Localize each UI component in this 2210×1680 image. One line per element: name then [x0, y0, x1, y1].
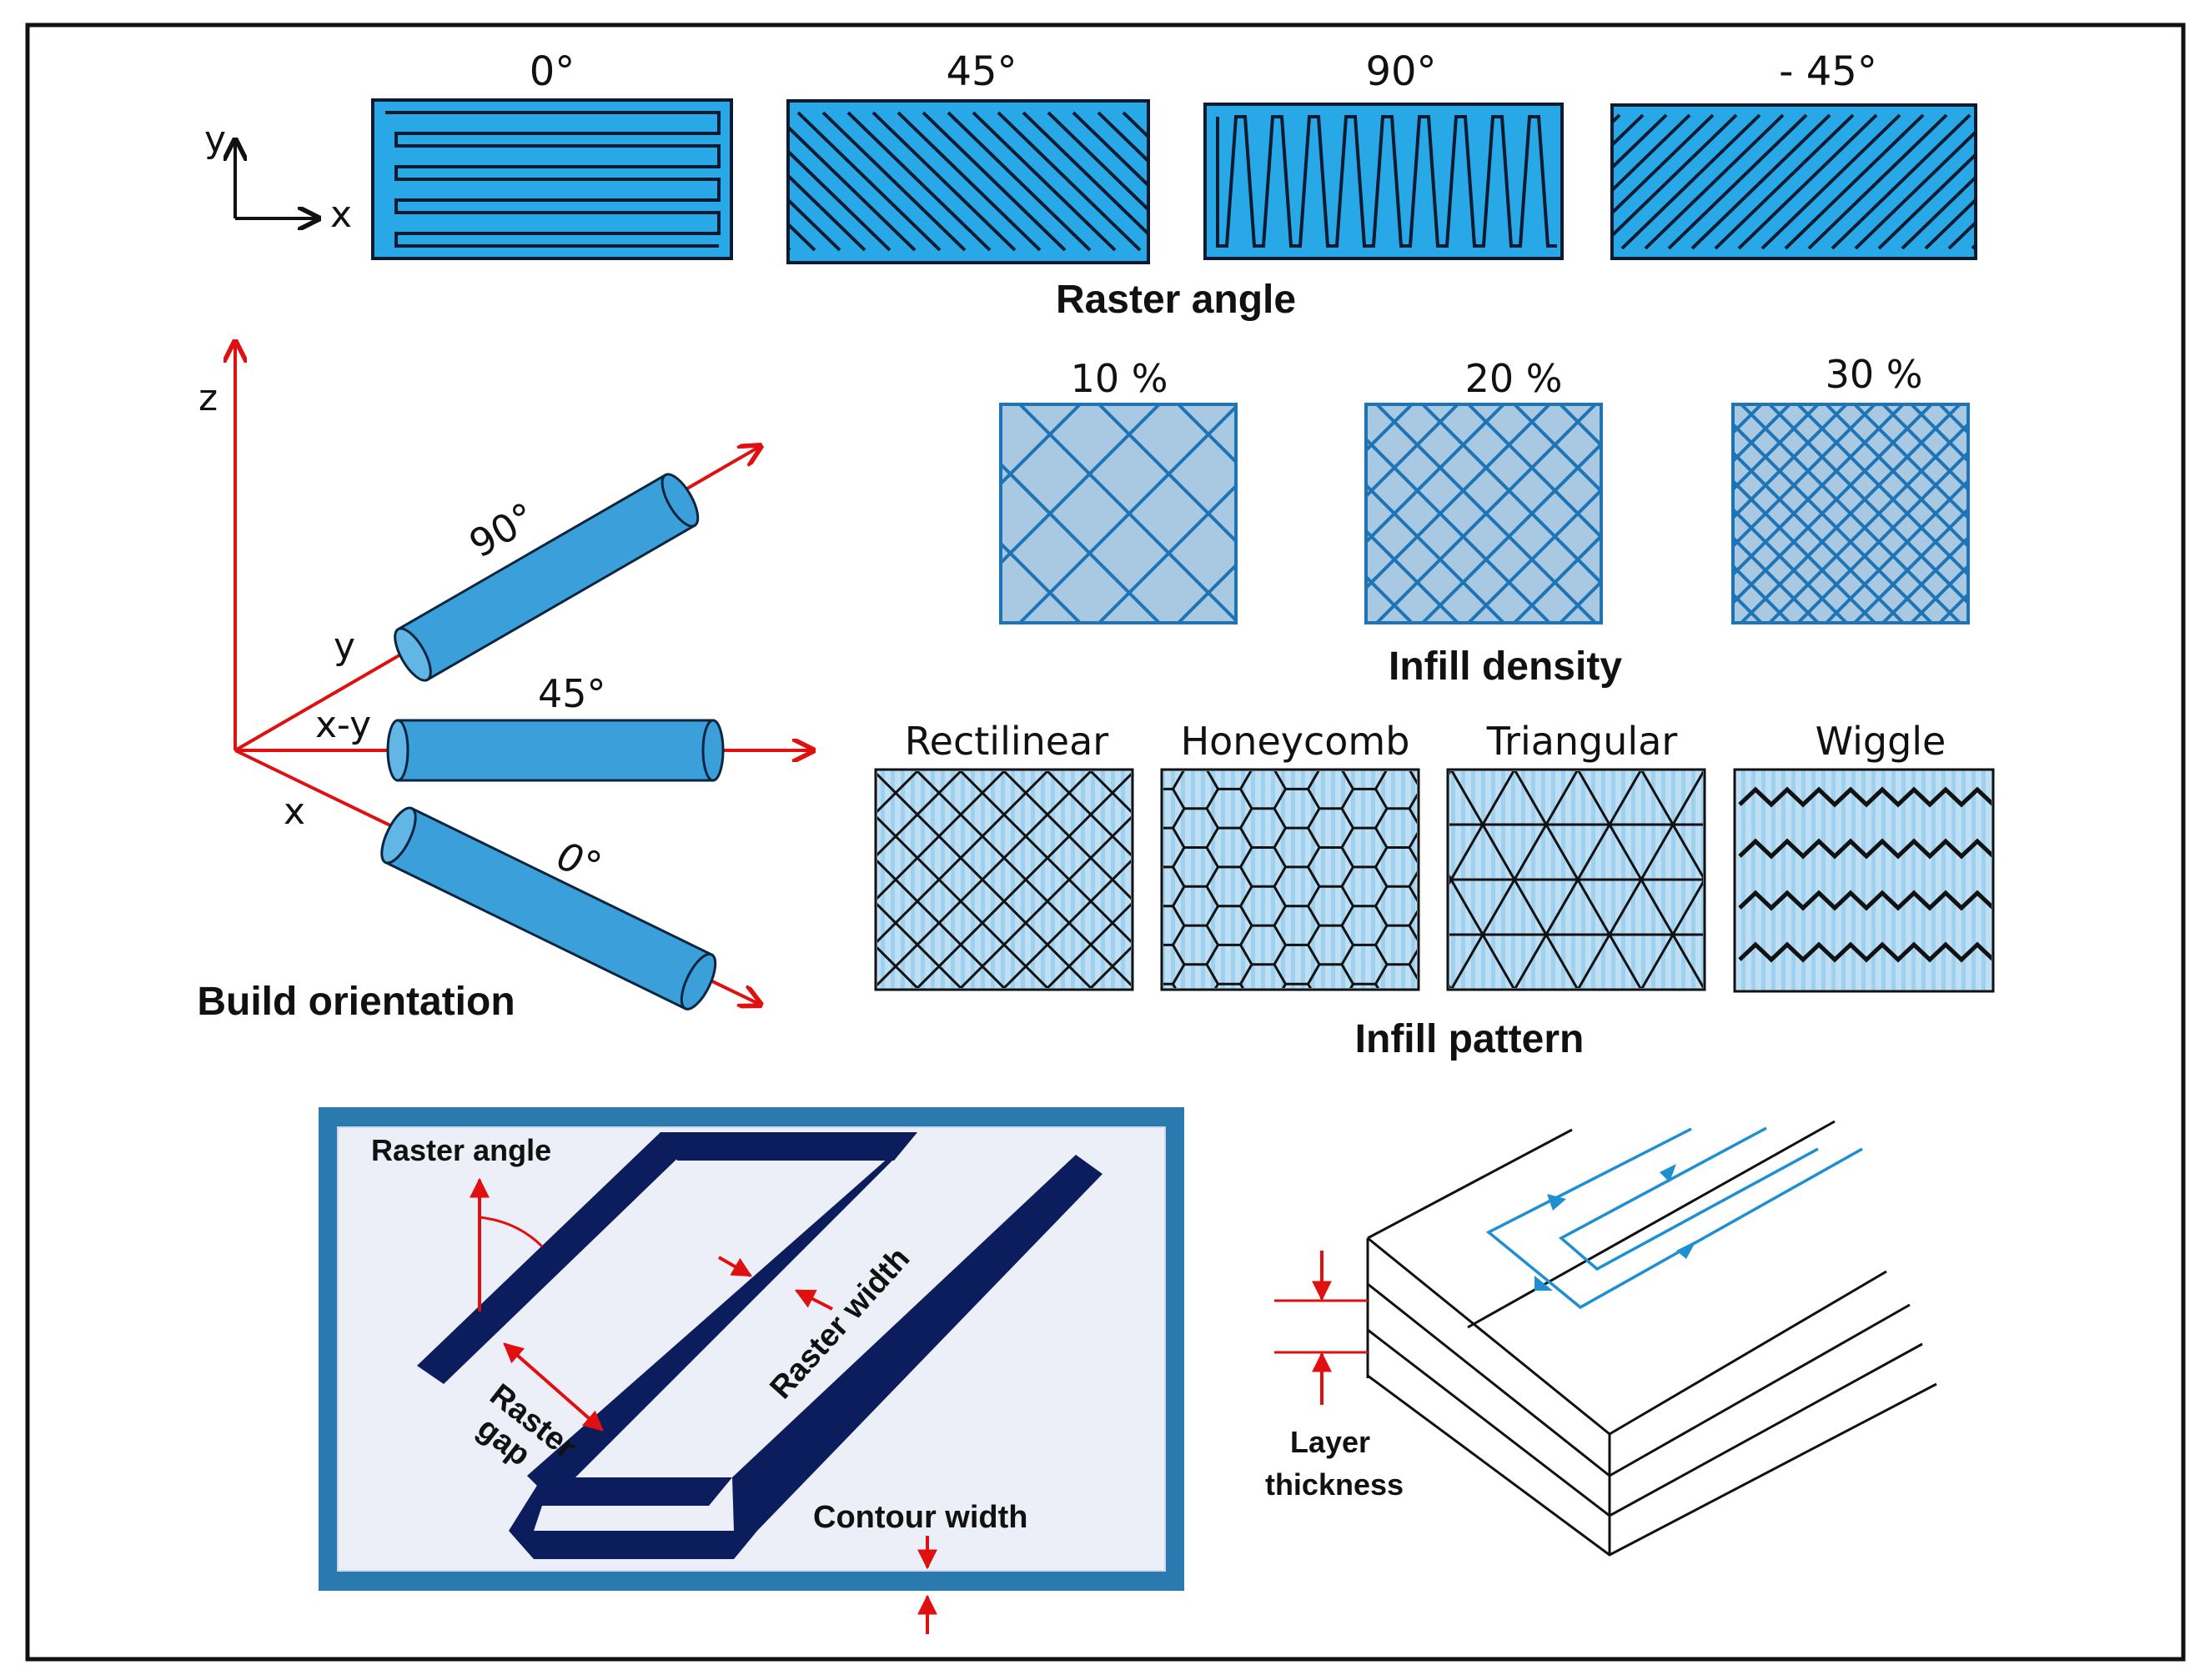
raster-width-arrow-left: [717, 1256, 753, 1277]
layer-label-1: Layer: [1290, 1425, 1370, 1459]
pattern-honeycomb-swatch: [1160, 768, 1420, 991]
toolpath-lines: [1485, 1126, 1863, 1310]
raster-gap-arrow: [503, 1342, 604, 1432]
infill-density-section: 10 % 20 % 30 % Infill density: [999, 352, 1970, 689]
density-label-20: 20 %: [1465, 356, 1563, 401]
infill-pattern-section: Rectilinear Honeycomb Triangular Wiggle …: [874, 719, 1995, 1061]
pattern-wiggle-swatch: [1733, 768, 1995, 993]
top-face-right-edge: [1609, 1270, 1887, 1436]
detail-raster-angle-label: Raster angle: [371, 1133, 551, 1167]
build-orientation-title: Build orientation: [197, 980, 515, 1024]
layer-line-1: [1367, 1282, 1911, 1477]
raster-45-deg: [786, 99, 1150, 264]
cylinder-90-deg: [394, 473, 700, 682]
angle-label-45: 45°: [946, 48, 1017, 95]
axis-z-label: z: [198, 377, 218, 419]
axis-y-label-build: y: [334, 625, 355, 668]
density-20-swatch: [1364, 403, 1603, 624]
layer-label-2: thickness: [1265, 1467, 1404, 1502]
raster-90-deg: [1203, 103, 1564, 260]
pattern-triangular-swatch: [1446, 768, 1706, 991]
axis-y-label: y: [204, 118, 226, 161]
layer-line-3: [1367, 1374, 1937, 1557]
raster-angle-arc: [479, 1216, 544, 1248]
raster-path: [417, 1132, 1102, 1559]
top-face-back-edge: [1367, 1128, 1573, 1240]
pattern-label-rectilinear: Rectilinear: [905, 719, 1109, 764]
density-30-swatch: [1731, 403, 1970, 624]
pattern-rectilinear-swatch: [874, 768, 1134, 991]
raster-angle-section: 0° 45° 90° - 45° y x: [204, 48, 1977, 322]
angle-label-0: 0°: [530, 48, 575, 95]
pattern-label-honeycomb: Honeycomb: [1181, 719, 1410, 764]
raster-width-arrow-right: [794, 1289, 833, 1311]
axis-xy-label: x-y: [315, 704, 371, 746]
contour-width-label: Contour width: [813, 1500, 1027, 1535]
infill-pattern-title: Infill pattern: [1355, 1017, 1585, 1061]
raster-0-deg: [371, 98, 733, 260]
layer-thickness-section: [1366, 1120, 1937, 1557]
raster-angle-title: Raster angle: [1056, 278, 1296, 322]
cylinder-0-deg: [380, 806, 717, 1011]
layer-line-2: [1367, 1328, 1923, 1517]
top-face-front-edge: [1367, 1236, 1610, 1436]
raster-minus-45-deg: [1610, 103, 1977, 260]
density-label-10: 10 %: [1071, 356, 1168, 401]
cylinder-45-deg: [386, 719, 725, 782]
layer-thickness-indicator: [1274, 1251, 1368, 1405]
axis-x-label-build: x: [284, 790, 305, 833]
axis-x-label: x: [330, 193, 352, 236]
density-10-swatch: [999, 403, 1238, 624]
angle-45-label: 45°: [538, 671, 606, 716]
build-orientation-section: z y x-y x 90° 45° 0° Build orientation: [197, 342, 813, 1024]
infill-density-title: Infill density: [1389, 644, 1622, 689]
density-label-30: 30 %: [1826, 352, 1923, 397]
pattern-label-triangular: Triangular: [1486, 719, 1678, 764]
angle-label-minus-45: - 45°: [1779, 48, 1877, 95]
pattern-label-wiggle: Wiggle: [1816, 719, 1946, 764]
xy-axis-icon: y x: [204, 118, 352, 236]
angle-label-90: 90°: [1365, 48, 1436, 95]
raster-detail-section: Raster angle Raster gap Raster width Con…: [319, 1107, 1184, 1634]
rib-line: [1467, 1120, 1836, 1329]
